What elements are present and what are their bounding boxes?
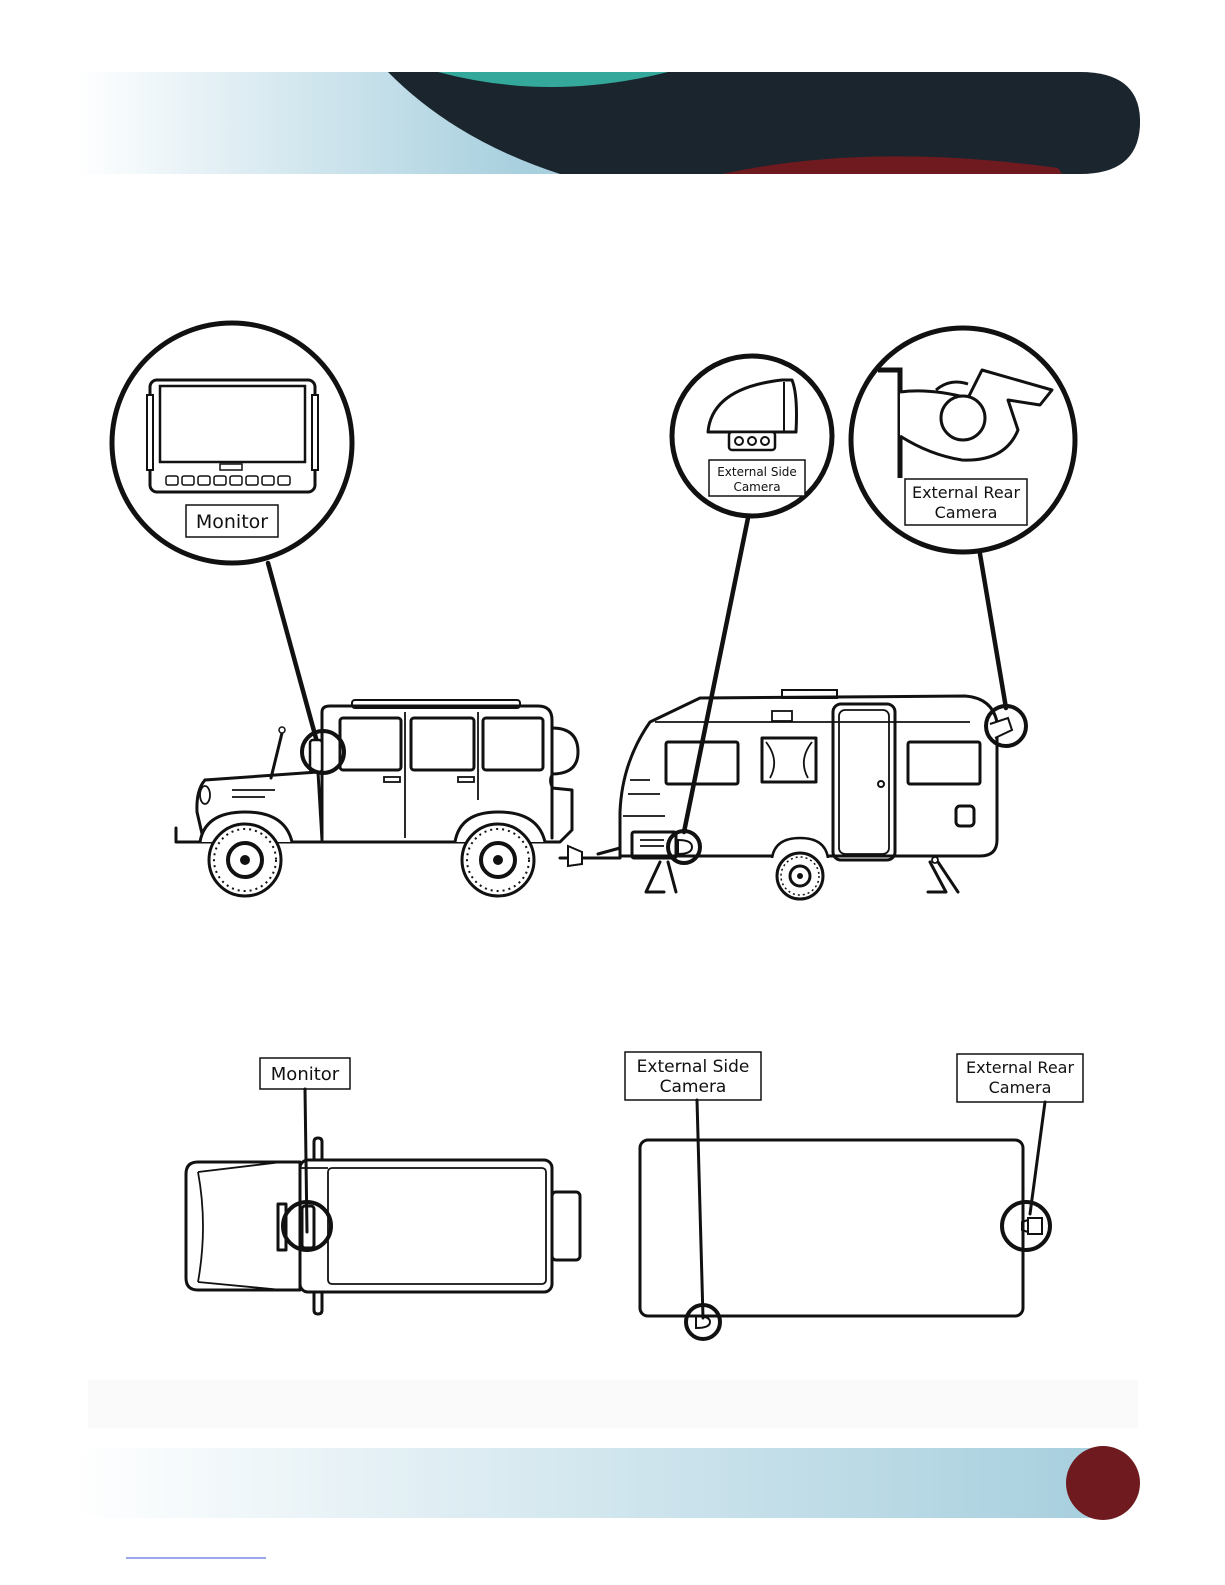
page-number-badge	[1066, 1446, 1140, 1520]
monitor-zoom-circle: Monitor	[112, 323, 352, 563]
monitor-label: Monitor	[196, 511, 268, 533]
top-rear-camera-label-line1: External Rear	[966, 1058, 1075, 1077]
suv-icon	[176, 700, 578, 896]
side-camera-label-line2: Camera	[733, 480, 780, 494]
monitor-icon	[147, 380, 318, 492]
top-view-suv	[186, 1138, 580, 1314]
rear-camera-label-line1: External Rear	[912, 483, 1021, 502]
top-monitor-label: Monitor	[271, 1064, 340, 1085]
top-side-camera-label-line1: External Side	[637, 1057, 750, 1077]
rear-camera-label-line2: Camera	[935, 503, 998, 522]
side-camera-zoom-circle: External Side Camera	[672, 356, 832, 516]
rear-camera-leader-line	[980, 554, 1006, 708]
content-band	[88, 1380, 1138, 1428]
top-side-camera-label-line2: Camera	[660, 1077, 727, 1097]
top-view-side-camera-callout: External Side Camera	[625, 1052, 761, 1318]
rear-camera-zoom-circle: External Rear Camera	[851, 328, 1075, 552]
caravan-icon	[620, 690, 1012, 899]
footer-banner	[70, 1446, 1140, 1520]
side-camera-label-line1: External Side	[717, 465, 797, 479]
top-rear-camera-label-line2: Camera	[989, 1078, 1052, 1097]
tow-hitch	[560, 846, 620, 866]
header-banner	[75, 72, 1140, 174]
side-camera-location-marker	[668, 831, 700, 863]
monitor-leader-line	[268, 563, 317, 742]
top-view-rear-camera-callout: External Rear Camera	[957, 1054, 1083, 1214]
